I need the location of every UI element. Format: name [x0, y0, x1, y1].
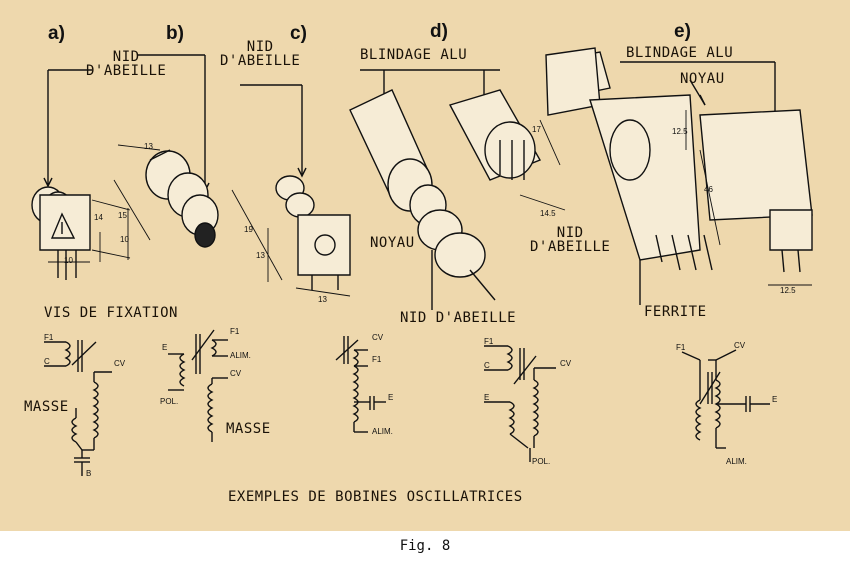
dim-c-13-horizontal: 13 — [318, 295, 327, 304]
coil-a-drawing — [31, 69, 131, 280]
s3-term-f1: F1 — [372, 355, 382, 364]
dim-a-14: 14 — [94, 213, 103, 222]
schematic-5 — [681, 349, 770, 449]
figure-title: EXEMPLES DE BOBINES OSCILLATRICES — [228, 489, 523, 505]
panel-letter-e: e) — [674, 21, 691, 42]
dim-a-10-vertical: 10 — [120, 235, 129, 244]
s4-term-c: C — [484, 361, 490, 370]
dim-c-13-vertical: 13 — [256, 251, 265, 260]
label-blindage-alu-e: BLINDAGE ALU — [626, 45, 734, 61]
s5-term-e: E — [772, 395, 778, 404]
schematic-2 — [168, 329, 228, 442]
label-noyau-e: NOYAU — [680, 71, 725, 87]
panel-letter-b: b) — [166, 23, 184, 44]
s5-term-cv: CV — [734, 341, 746, 350]
s1-term-c: C — [44, 357, 50, 366]
figure-drawing — [31, 47, 813, 476]
label-blindage-alu-d: BLINDAGE ALU — [360, 47, 468, 63]
s5-term-alim: ALIM. — [726, 457, 747, 466]
s5-term-f1: F1 — [676, 343, 686, 352]
coil-c-drawing — [231, 84, 351, 297]
label-masse-1: MASSE — [24, 399, 69, 415]
coil-e-drawing — [545, 47, 813, 305]
label-vis-de-fixation: VIS DE FIXATION — [44, 305, 178, 321]
panel-letter-a: a) — [48, 23, 65, 44]
s4-term-e: E — [484, 393, 490, 402]
label-masse-2: MASSE — [226, 421, 271, 437]
s3-term-cv: CV — [372, 333, 384, 342]
label-ferrite: FERRITE — [644, 304, 707, 320]
label-nid-abeille-bottom: NID D'ABEILLE — [400, 310, 517, 326]
panel-letter-d: d) — [430, 21, 448, 42]
s3-term-alim: ALIM. — [372, 427, 393, 436]
s2-term-pol: POL. — [160, 397, 179, 406]
coil-d-drawing — [349, 69, 566, 310]
s2-term-e: E — [162, 343, 168, 352]
panel-letter-c: c) — [290, 23, 307, 44]
s1-term-f1: F1 — [44, 333, 54, 342]
s2-term-cv: CV — [230, 369, 242, 378]
dim-e-12-5-bottom: 12.5 — [780, 286, 796, 295]
schematic-4 — [484, 345, 556, 462]
schematic-3 — [335, 336, 386, 433]
dim-e-12-5: 12.5 — [672, 127, 688, 136]
dim-d-17: 17 — [532, 125, 541, 134]
figure-caption: Fig. 8 — [399, 538, 451, 554]
schematic-1 — [44, 340, 112, 476]
dim-c-19: 19 — [244, 225, 253, 234]
coil-b-drawing — [113, 54, 219, 248]
label-noyau-d: NOYAU — [370, 235, 415, 251]
dim-d-14-5: 14.5 — [540, 209, 556, 218]
dim-a-10-horizontal: 10 — [64, 256, 73, 265]
s4-term-cv: CV — [560, 359, 572, 368]
label-nid-abeille-c: NID D'ABEILLE — [220, 39, 301, 69]
label-nid-abeille-d: NID D'ABEILLE — [530, 225, 611, 255]
s4-term-f1: F1 — [484, 337, 494, 346]
s2-term-f1: F1 — [230, 327, 240, 336]
dim-b-15: 15 — [118, 211, 127, 220]
figure-plate: a) b) c) d) e) NID D'ABEILLE NID D'ABEIL… — [0, 0, 850, 531]
s4-term-pol: POL. — [532, 457, 551, 466]
s3-term-e: E — [388, 393, 394, 402]
dim-b-13: 13 — [144, 142, 153, 151]
s1-term-b: B — [86, 469, 92, 478]
s1-term-cv: CV — [114, 359, 126, 368]
dim-e-46: 46 — [704, 185, 713, 194]
s2-term-alim: ALIM. — [230, 351, 251, 360]
label-nid-abeille-b: NID D'ABEILLE — [86, 49, 167, 79]
